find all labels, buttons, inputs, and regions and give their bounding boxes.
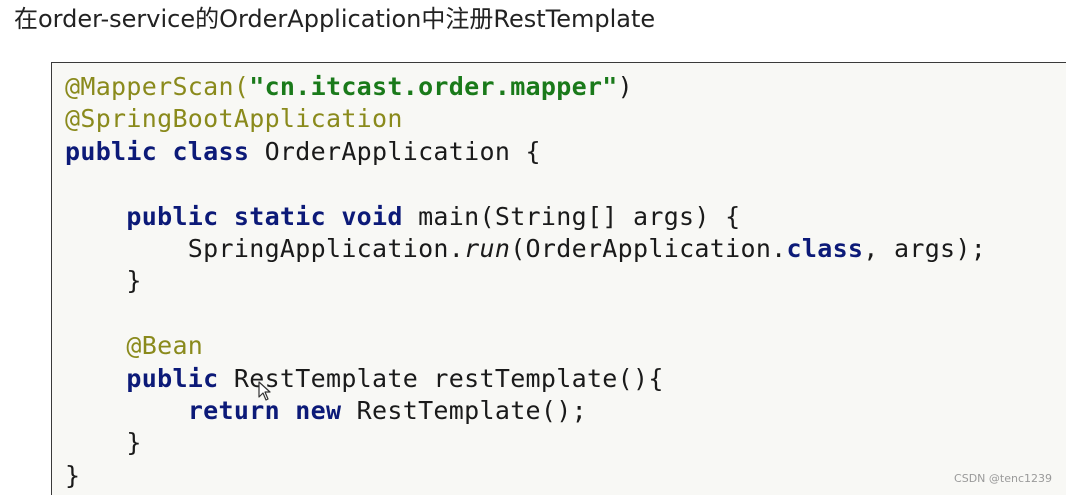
code-line-12: }: [65, 428, 142, 458]
class-keywords: public class: [65, 136, 250, 166]
resttemplate-instantiation: RestTemplate();: [341, 395, 587, 425]
class-literal: class: [786, 233, 864, 263]
code-line-5: public static void main(String[] args) {: [65, 201, 986, 233]
section-heading: 在order-service的OrderApplication中注册RestTe…: [14, 5, 656, 33]
public-keyword: public: [126, 363, 219, 393]
mapper-package-string: "cn.itcast.order.mapper": [249, 72, 618, 101]
run-method: run: [464, 233, 511, 263]
return-new-keywords: return new: [187, 395, 342, 425]
mapperscan-annotation: @MapperScan(: [65, 72, 250, 101]
main-signature: main(String[] args) {: [402, 201, 741, 231]
mouse-pointer-icon: [258, 381, 271, 401]
code-line-7: }: [65, 266, 142, 296]
code-line-8: [65, 298, 986, 330]
springboot-annotation: @SpringBootApplication: [65, 104, 403, 134]
code-line-2: @SpringBootApplication: [65, 103, 986, 135]
main-keywords: public static void: [126, 201, 403, 231]
java-code: @MapperScan("cn.itcast.order.mapper")@Sp…: [65, 71, 986, 492]
code-line-6: SpringApplication.run(OrderApplication.c…: [65, 233, 987, 263]
code-line-11: return new RestTemplate();: [65, 395, 986, 427]
code-line-9: @Bean: [65, 330, 986, 362]
resttemplate-method-signature: RestTemplate restTemplate(){: [218, 363, 664, 393]
code-line-4: [65, 168, 986, 200]
code-block: @MapperScan("cn.itcast.order.mapper")@Sp…: [51, 62, 1066, 495]
code-line-10: public RestTemplate restTemplate(){: [65, 363, 986, 395]
code-line-1: @MapperScan("cn.itcast.order.mapper"): [65, 71, 986, 103]
class-declaration: OrderApplication {: [249, 136, 541, 166]
watermark: CSDN @tenc1239: [954, 472, 1052, 485]
code-line-13: }: [65, 460, 81, 490]
bean-annotation: @Bean: [126, 331, 204, 361]
code-line-3: public class OrderApplication {: [65, 136, 986, 168]
paren-close: ): [617, 72, 634, 101]
